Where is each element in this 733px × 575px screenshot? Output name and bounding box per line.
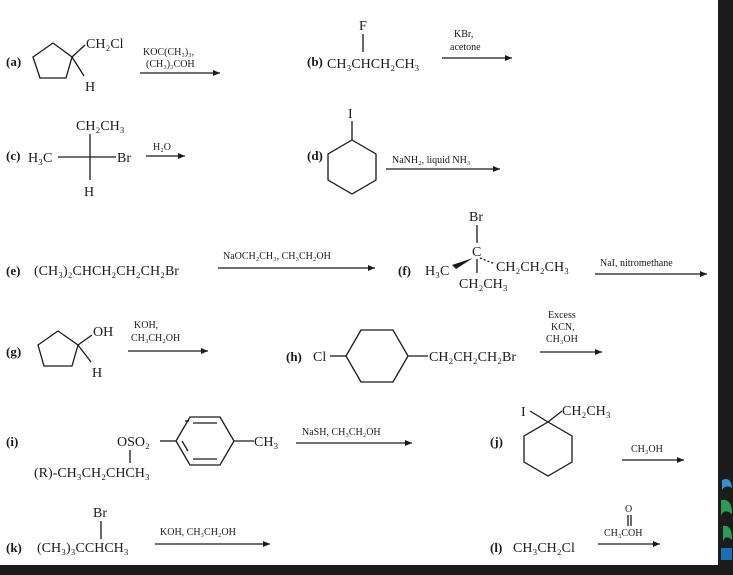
a-hydrogen: H xyxy=(85,80,95,95)
problem-l: (l) CH₃CH₂Cl O CH₃COH xyxy=(490,504,660,556)
problem-i: (i) OSO₂ CH₃ (R)-CH₃CH₂CHCH₃ NaSH, CH₃CH… xyxy=(6,416,412,481)
d-iodine: I xyxy=(348,107,353,122)
problem-b: (b) F CH₃CHCH₂CH₃ KBr, acetone xyxy=(307,19,512,72)
i-sulfonate: OSO₂ xyxy=(117,435,150,450)
a-substituent: CH₂Cl xyxy=(86,37,124,52)
a-reagent-2: (CH₃)₃COH xyxy=(146,59,195,70)
problem-k: (k) Br (CH₃)₃CCHCH₃ KOH, CH₃CH₂OH xyxy=(6,506,270,556)
h-reagent-2: KCN, xyxy=(551,322,575,333)
f-right-group: CH₂CH₂CH₃ xyxy=(496,260,569,275)
g-reagent-2: CH₃CH₂OH xyxy=(131,333,180,344)
problem-j: (j) I CH₂CH₃ CH₃OH xyxy=(490,404,684,477)
b-formula: CH₃CHCH₂CH₃ xyxy=(327,57,420,72)
e-formula: (CH₃)₂CHCH₂CH₂CH₂Br xyxy=(34,264,179,279)
problem-h: (h) Cl CH₂CH₂CH₂Br Excess KCN, CH₃OH xyxy=(286,310,602,383)
problem-c: (c) CH₂CH₃ H₃C Br H H₂O xyxy=(6,119,185,200)
i-chain: (R)-CH₃CH₂CHCH₃ xyxy=(34,466,150,481)
j-iodine: I xyxy=(521,405,526,420)
b-fluorine: F xyxy=(359,19,367,34)
b-reagent-1: KBr, xyxy=(454,29,473,40)
label-e: (e) xyxy=(6,263,20,278)
f-reagent: NaI, nitromethane xyxy=(600,258,673,269)
window-edge-bottom xyxy=(0,565,733,575)
i-methyl: CH₃ xyxy=(254,435,278,450)
problem-a: (a) CH₂Cl H KOC(CH₃)₃, (CH₃)₃COH xyxy=(6,37,220,95)
b-reagent-2: acetone xyxy=(450,42,481,53)
benzene-ring xyxy=(175,416,235,466)
l-oxygen: O xyxy=(625,504,632,515)
f-bromine: Br xyxy=(469,210,483,225)
h-chain: CH₂CH₂CH₂Br xyxy=(429,350,516,365)
label-f: (f) xyxy=(398,263,411,278)
partial-logo-icon xyxy=(718,470,733,565)
l-formula: CH₃CH₂Cl xyxy=(513,541,575,556)
label-j: (j) xyxy=(490,434,503,449)
c-right-group: Br xyxy=(117,151,131,166)
g-hydroxyl: OH xyxy=(93,325,113,340)
label-g: (g) xyxy=(6,344,21,359)
c-top-group: CH₂CH₃ xyxy=(76,119,125,134)
problem-d: (d) I NaNH₂, liquid NH₃ xyxy=(307,107,500,195)
c-left-group: H₃C xyxy=(28,151,52,166)
d-reagent: NaNH₂, liquid NH₃ xyxy=(392,155,470,166)
j-ethyl: CH₂CH₃ xyxy=(562,404,611,419)
c-bottom-group: H xyxy=(84,185,94,200)
i-reagent: NaSH, CH₃CH₂OH xyxy=(302,427,381,438)
h-reagent-3: CH₃OH xyxy=(546,334,578,345)
cyclohexane-ring xyxy=(345,329,409,383)
label-l: (l) xyxy=(490,540,502,555)
label-c: (c) xyxy=(6,148,20,163)
label-b: (b) xyxy=(307,54,323,69)
c-reagent: H₂O xyxy=(153,142,171,153)
k-formula: (CH₃)₃CCHCH₃ xyxy=(37,541,129,556)
wedge-bond xyxy=(452,258,473,269)
problem-g: (g) OH H KOH, CH₃CH₂OH xyxy=(6,320,208,381)
j-reagent: CH₃OH xyxy=(631,444,663,455)
cyclopentane-ring xyxy=(37,330,79,367)
label-h: (h) xyxy=(286,349,302,364)
g-hydrogen: H xyxy=(92,366,102,381)
k-bromine: Br xyxy=(93,506,107,521)
problem-e: (e) (CH₃)₂CHCH₂CH₂CH₂Br NaOCH₂CH₃, CH₃CH… xyxy=(6,251,375,279)
f-stereocenter: C xyxy=(472,245,481,260)
label-i: (i) xyxy=(6,434,18,449)
cyclohexane-ring xyxy=(327,139,377,195)
g-reagent-1: KOH, xyxy=(134,320,158,331)
k-reagent: KOH, CH₃CH₂OH xyxy=(160,527,236,538)
l-reagent: CH₃COH xyxy=(604,528,643,539)
cyclopentane-ring xyxy=(32,42,73,79)
f-left-group: H₃C xyxy=(425,264,449,279)
e-reagent: NaOCH₂CH₃, CH₃CH₂OH xyxy=(223,251,331,262)
h-chlorine: Cl xyxy=(313,350,326,365)
f-bottom-group: CH₂CH₃ xyxy=(459,277,508,292)
window-edge-right xyxy=(718,0,733,575)
cyclohexane-ring xyxy=(523,421,573,477)
label-a: (a) xyxy=(6,54,21,69)
label-d: (d) xyxy=(307,148,323,163)
a-reagent-1: KOC(CH₃)₃, xyxy=(143,47,194,58)
label-k: (k) xyxy=(6,540,22,555)
hash-bond xyxy=(479,257,496,265)
h-reagent-1: Excess xyxy=(548,310,576,321)
problem-f: (f) Br C H₃C CH₂CH₂CH₃ CH₂CH₃ NaI, nitro… xyxy=(398,210,707,292)
